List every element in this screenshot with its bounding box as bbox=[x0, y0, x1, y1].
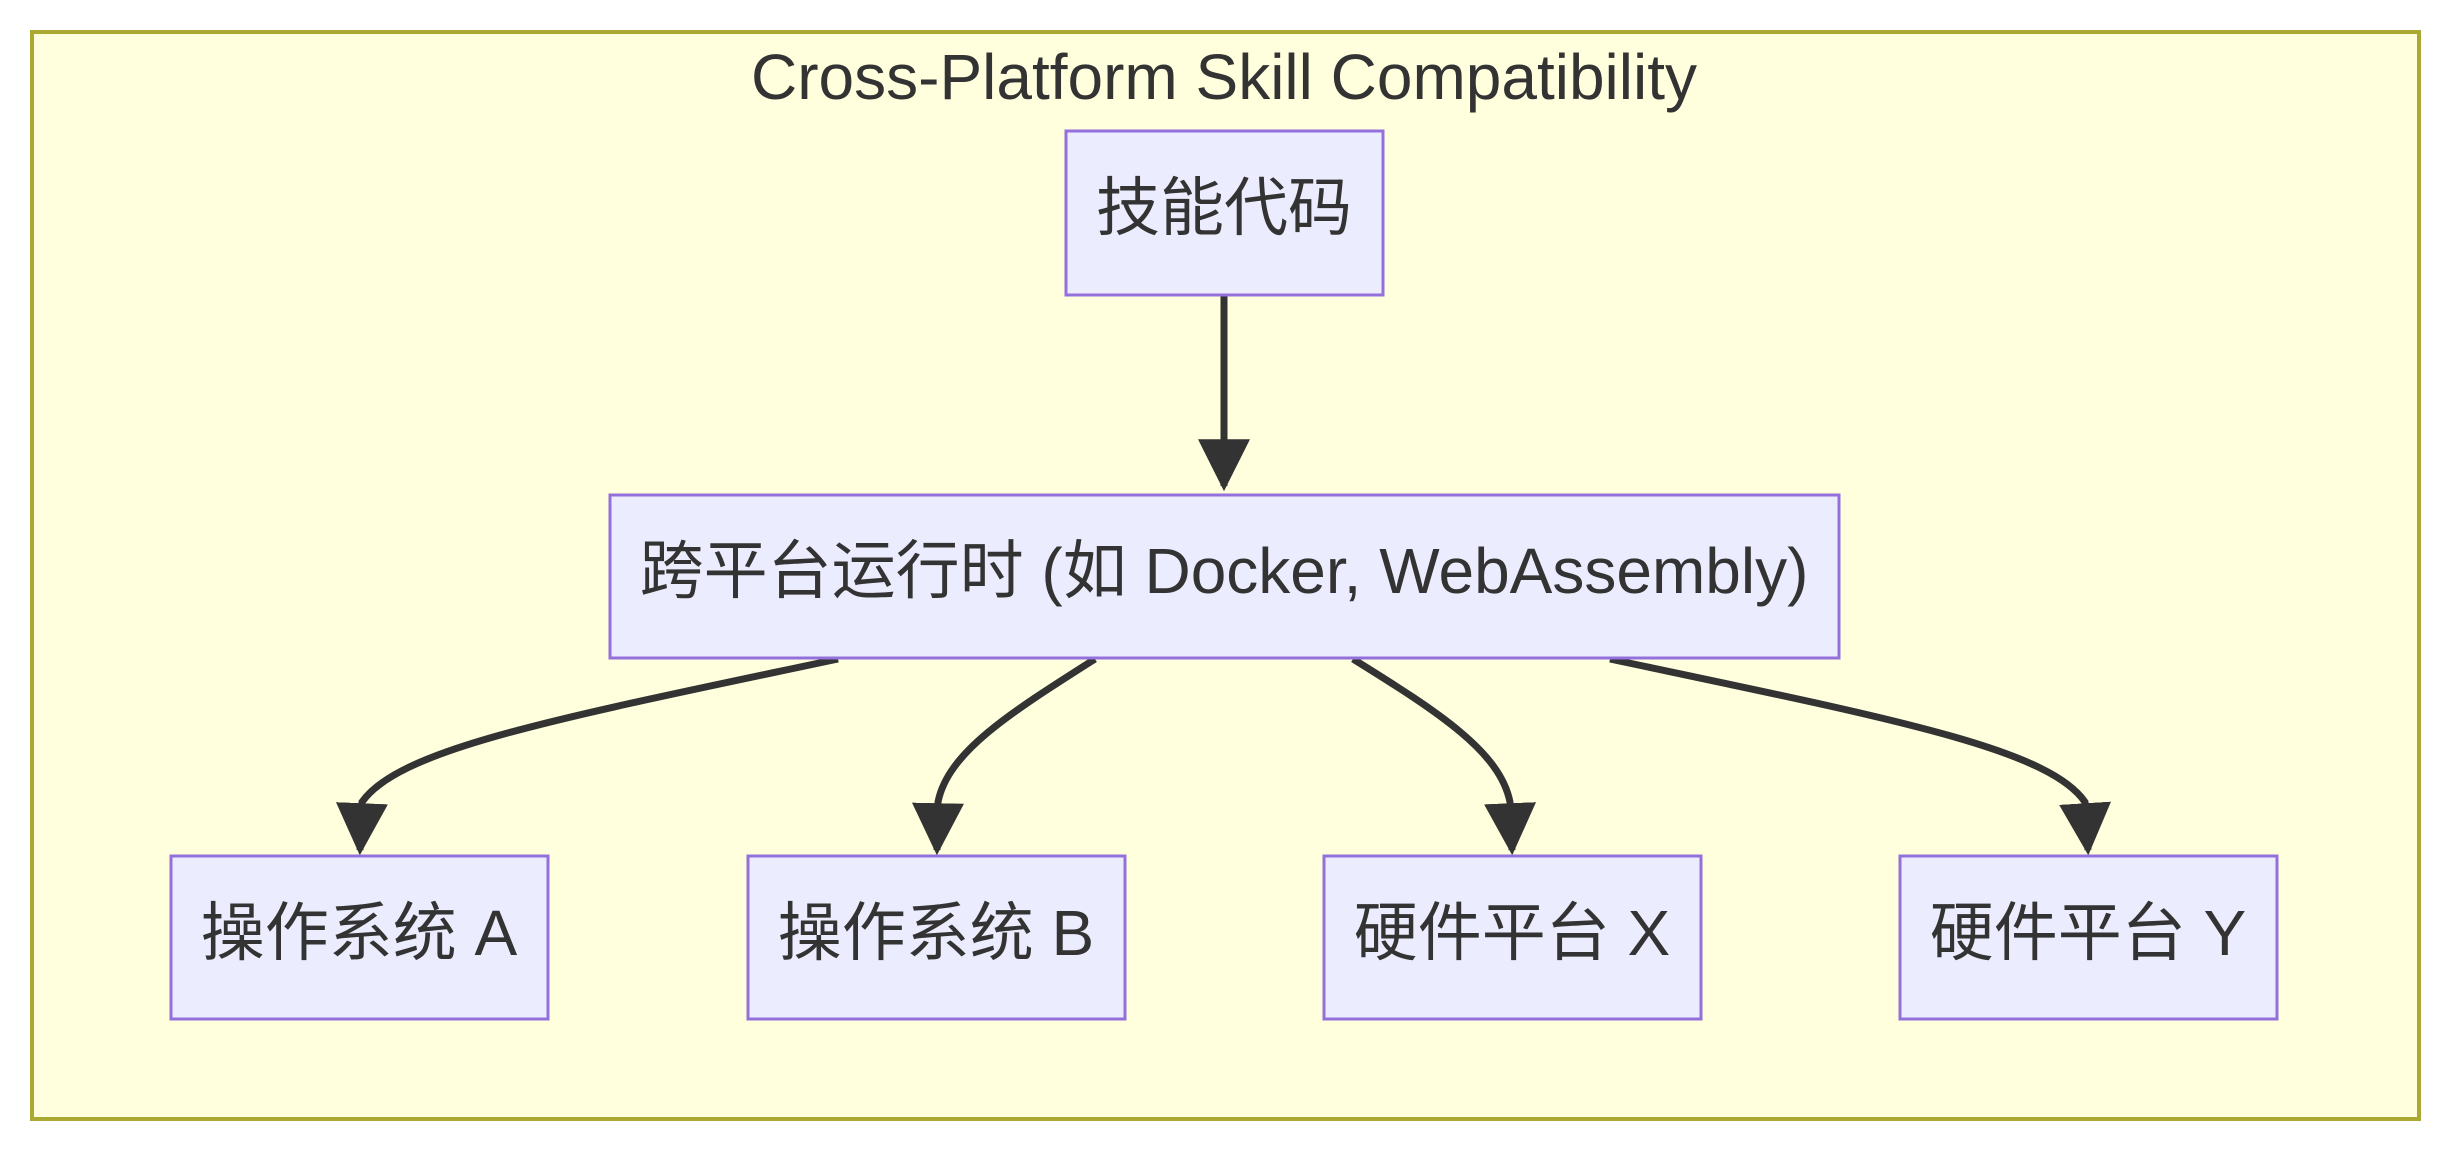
cluster-title: Cross-Platform Skill Compatibility bbox=[751, 41, 1697, 113]
node-hw-x[interactable]: 硬件平台 X bbox=[1322, 854, 1703, 1021]
node-os-a[interactable]: 操作系统 A bbox=[169, 854, 550, 1021]
edge-runtime-to-os-a bbox=[335, 655, 839, 856]
node-os-b[interactable]: 操作系统 B bbox=[746, 854, 1127, 1021]
edge-runtime-to-os-b bbox=[911, 656, 1097, 856]
node-skill-code[interactable]: 技能代码 bbox=[1064, 129, 1385, 297]
node-label-runtime: 跨平台运行时 (如 Docker, WebAssembly) bbox=[640, 535, 1809, 607]
node-box bbox=[1322, 854, 1703, 1021]
node-runtime[interactable]: 跨平台运行时 (如 Docker, WebAssembly) bbox=[608, 493, 1841, 660]
node-box bbox=[169, 854, 550, 1021]
node-label-hw-y: 硬件平台 Y bbox=[1930, 897, 2246, 969]
node-box bbox=[608, 493, 1841, 660]
edges bbox=[335, 295, 2112, 856]
node-box bbox=[1064, 129, 1385, 297]
node-label-hw-x: 硬件平台 X bbox=[1354, 897, 1670, 969]
node-label-os-a: 操作系统 A bbox=[201, 897, 518, 969]
edge-runtime-to-hw-x bbox=[1351, 656, 1537, 856]
node-label-os-b: 操作系统 B bbox=[778, 897, 1094, 969]
node-box bbox=[746, 854, 1127, 1021]
node-hw-y[interactable]: 硬件平台 Y bbox=[1898, 854, 2279, 1021]
edge-runtime-to-hw-y bbox=[1609, 655, 2112, 856]
node-label-skill-code: 技能代码 bbox=[1096, 172, 1352, 244]
node-box bbox=[1898, 854, 2279, 1021]
